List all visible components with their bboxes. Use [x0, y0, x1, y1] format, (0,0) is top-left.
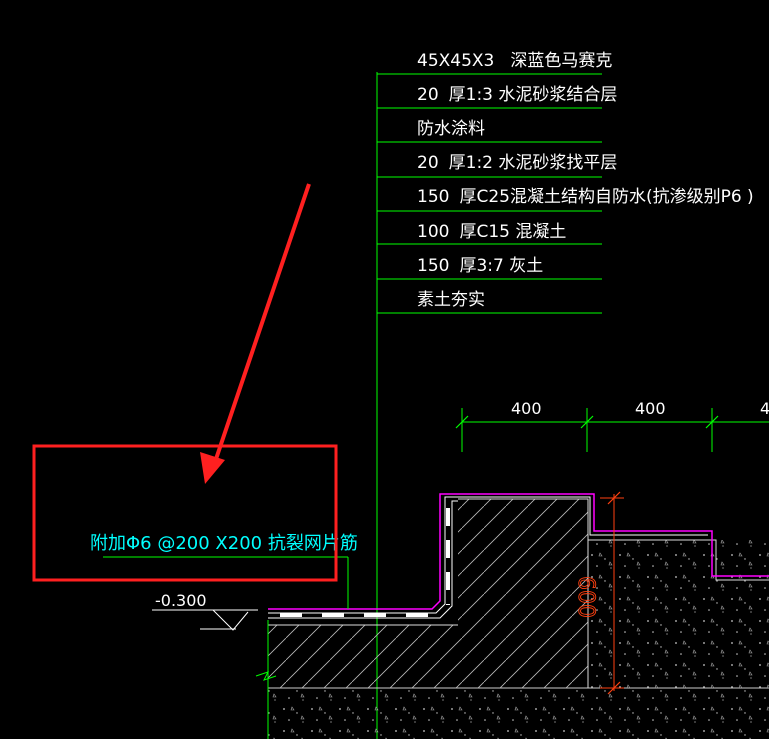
- highlight-box: [32, 444, 338, 582]
- elevation-marker: -0.300: [152, 591, 258, 631]
- dim-400-a: 400: [511, 399, 542, 418]
- red-highlight: [32, 183, 338, 582]
- dim-4-partial: 4: [760, 399, 769, 418]
- rebar-annotation: 附加Φ6 @200 X200 抗裂网片筋: [90, 533, 358, 554]
- horizontal-dimension: 400 400 4: [455, 399, 769, 452]
- vertical-dimension: 600: [573, 491, 624, 695]
- layer-8-label: 素土夯实: [417, 290, 485, 310]
- elevation-label: -0.300: [155, 591, 207, 610]
- pool-wall-section: [255, 493, 769, 739]
- red-arrow-head-icon: [200, 452, 225, 484]
- layer-3-label: 防水涂料: [417, 119, 485, 139]
- dim-400-b: 400: [635, 399, 666, 418]
- dim-600: 600: [573, 576, 598, 618]
- red-arrow-shaft: [213, 183, 311, 463]
- annotation-leader: 附加Φ6 @200 X200 抗裂网片筋: [90, 533, 358, 609]
